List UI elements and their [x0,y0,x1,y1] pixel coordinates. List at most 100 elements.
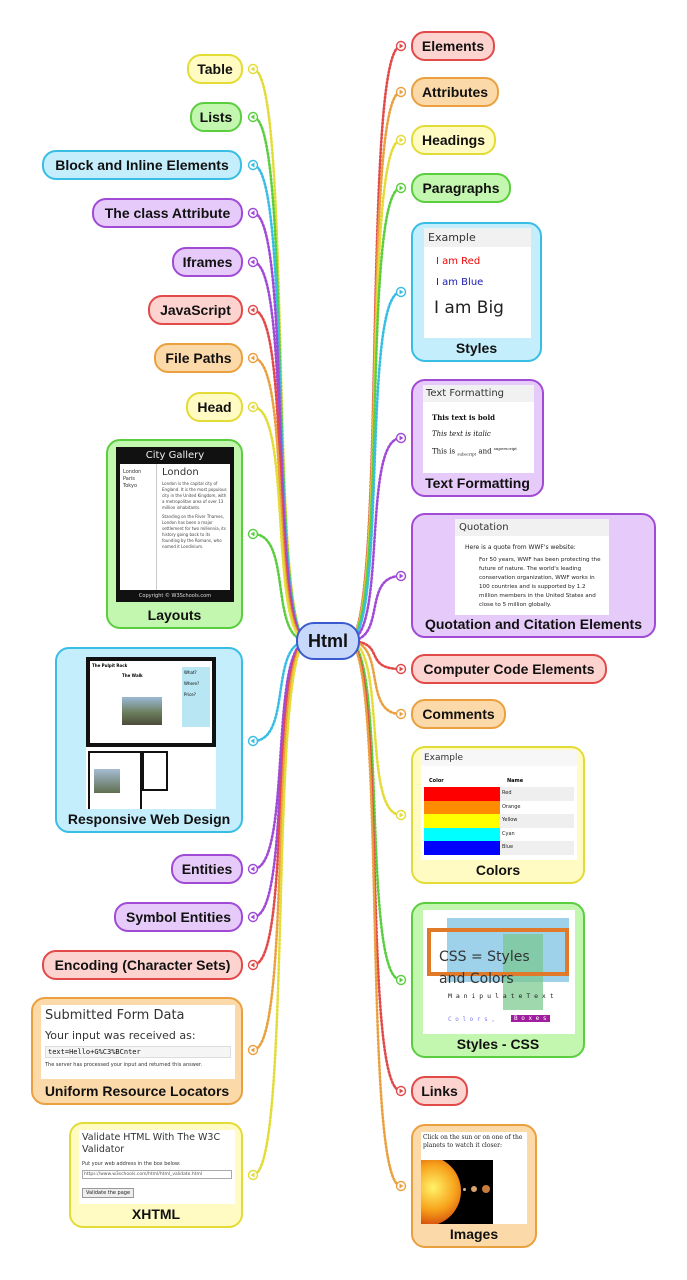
expand-arrow-icon [399,435,404,441]
textfmt-thumbnail: Text Formatting This text is bold This t… [423,385,534,473]
topic-symbol-entities[interactable]: Symbol Entities [114,902,243,932]
connector-line [251,639,310,1177]
colors-table-row: Cyan [424,827,574,841]
card-images[interactable]: Click on the sun or on one of the planet… [411,1124,537,1248]
colors-table-row: Red [424,787,574,801]
card-layouts-caption: Layouts [147,607,202,623]
card-css-caption: Styles - CSS [456,1036,540,1052]
topic-computer-code-elements[interactable]: Computer Code Elements [411,654,607,684]
xhtml-validate-button: Validate the page [82,1188,135,1198]
expand-arrow-icon [399,89,404,95]
expand-arrow-icon [399,1088,404,1094]
topic-encoding[interactable]: Encoding (Character Sets) [42,950,243,980]
expand-arrow-icon [250,866,255,872]
connector-line [346,186,403,643]
card-styles-caption: Styles [455,340,498,356]
card-text-formatting[interactable]: Text Formatting This text is bold This t… [411,379,544,497]
central-topic-html[interactable]: Html [296,622,360,660]
layouts-thumb-heading: London [162,467,199,478]
color-name: Cyan [502,830,515,837]
topic-attributes[interactable]: Attributes [411,77,499,107]
colors-table-row: Blue [424,841,574,855]
topic-entities[interactable]: Entities [171,854,243,884]
connector-line [251,639,310,743]
color-name: Red [502,790,512,796]
xhtml-thumbnail: Validate HTML With The W3C Validator Put… [79,1130,235,1204]
topic-block-inline-elements[interactable]: Block and Inline Elements [42,150,242,180]
css-thumbnail: CSS = Styles and Colors M a n i p u l a … [423,910,575,1034]
card-quotation-citation[interactable]: Quotation Here is a quote from WWF's web… [411,513,656,638]
card-styles-css[interactable]: CSS = Styles and Colors M a n i p u l a … [411,902,585,1058]
quotation-thumbnail: Quotation Here is a quote from WWF's web… [455,519,609,615]
expand-arrow-icon [399,666,404,672]
expand-arrow-icon [250,1047,255,1053]
expand-arrow-icon [250,162,255,168]
topic-file-paths[interactable]: File Paths [154,343,243,373]
connector-line [251,532,310,643]
expand-arrow-icon [250,114,255,120]
topic-lists[interactable]: Lists [190,102,242,132]
expand-arrow-icon [399,1183,404,1189]
color-swatch [424,800,500,814]
card-xhtml[interactable]: Validate HTML With The W3C Validator Put… [69,1122,243,1228]
expand-arrow-icon [399,43,404,49]
styles-thumbnail: Example I am Red I am Blue I am Big [424,228,531,338]
card-uniform-resource-locators[interactable]: Submitted Form Data Your input was recei… [31,997,243,1105]
expand-arrow-icon [250,307,255,313]
expand-arrow-icon [399,711,404,717]
topic-elements[interactable]: Elements [411,31,495,61]
layouts-thumb-title: City Gallery [116,447,234,464]
connector-line [346,639,403,1188]
color-swatch [424,814,500,828]
card-urls-caption: Uniform Resource Locators [44,1083,230,1099]
topic-javascript[interactable]: JavaScript [148,295,243,325]
expand-arrow-icon [250,914,255,920]
connector-line [251,356,310,643]
urls-thumbnail: Submitted Form Data Your input was recei… [41,1005,235,1079]
card-xhtml-caption: XHTML [131,1206,181,1222]
color-swatch [424,827,500,841]
topic-class-attribute[interactable]: The class Attribute [92,198,243,228]
color-name: Orange [502,803,521,810]
topic-head[interactable]: Head [186,392,243,422]
expand-arrow-icon [250,404,255,410]
card-styles[interactable]: Example I am Red I am Blue I am Big Styl… [411,222,542,362]
color-name: Blue [502,844,514,850]
expand-arrow-icon [399,573,404,579]
expand-arrow-icon [250,738,255,744]
card-quotation-caption: Quotation and Citation Elements [424,616,642,632]
expand-arrow-icon [399,812,404,818]
expand-arrow-icon [250,1172,255,1178]
expand-arrow-icon [399,185,404,191]
expand-arrow-icon [399,977,404,983]
topic-links[interactable]: Links [411,1076,468,1106]
topic-comments[interactable]: Comments [411,699,506,729]
card-responsive-caption: Responsive Web Design [67,811,231,827]
expand-arrow-icon [250,531,255,537]
connector-line [346,436,403,643]
color-swatch [424,787,500,801]
card-colors-caption: Colors [475,862,521,878]
expand-arrow-icon [250,962,255,968]
color-swatch [424,841,500,855]
connector-line [251,405,310,643]
card-responsive-web-design[interactable]: The Pulpit Rock The Walk What?Where?Pric… [55,647,243,833]
expand-arrow-icon [399,137,404,143]
expand-arrow-icon [250,66,255,72]
card-textfmt-caption: Text Formatting [425,475,530,491]
topic-paragraphs[interactable]: Paragraphs [411,173,511,203]
topic-table[interactable]: Table [187,54,243,84]
topic-headings[interactable]: Headings [411,125,496,155]
connector-line [346,290,403,643]
expand-arrow-icon [250,210,255,216]
expand-arrow-icon [250,259,255,265]
color-name: Yellow [502,817,518,823]
topic-iframes[interactable]: Iframes [172,247,243,277]
images-thumbnail: Click on the sun or on one of the planet… [421,1132,527,1224]
